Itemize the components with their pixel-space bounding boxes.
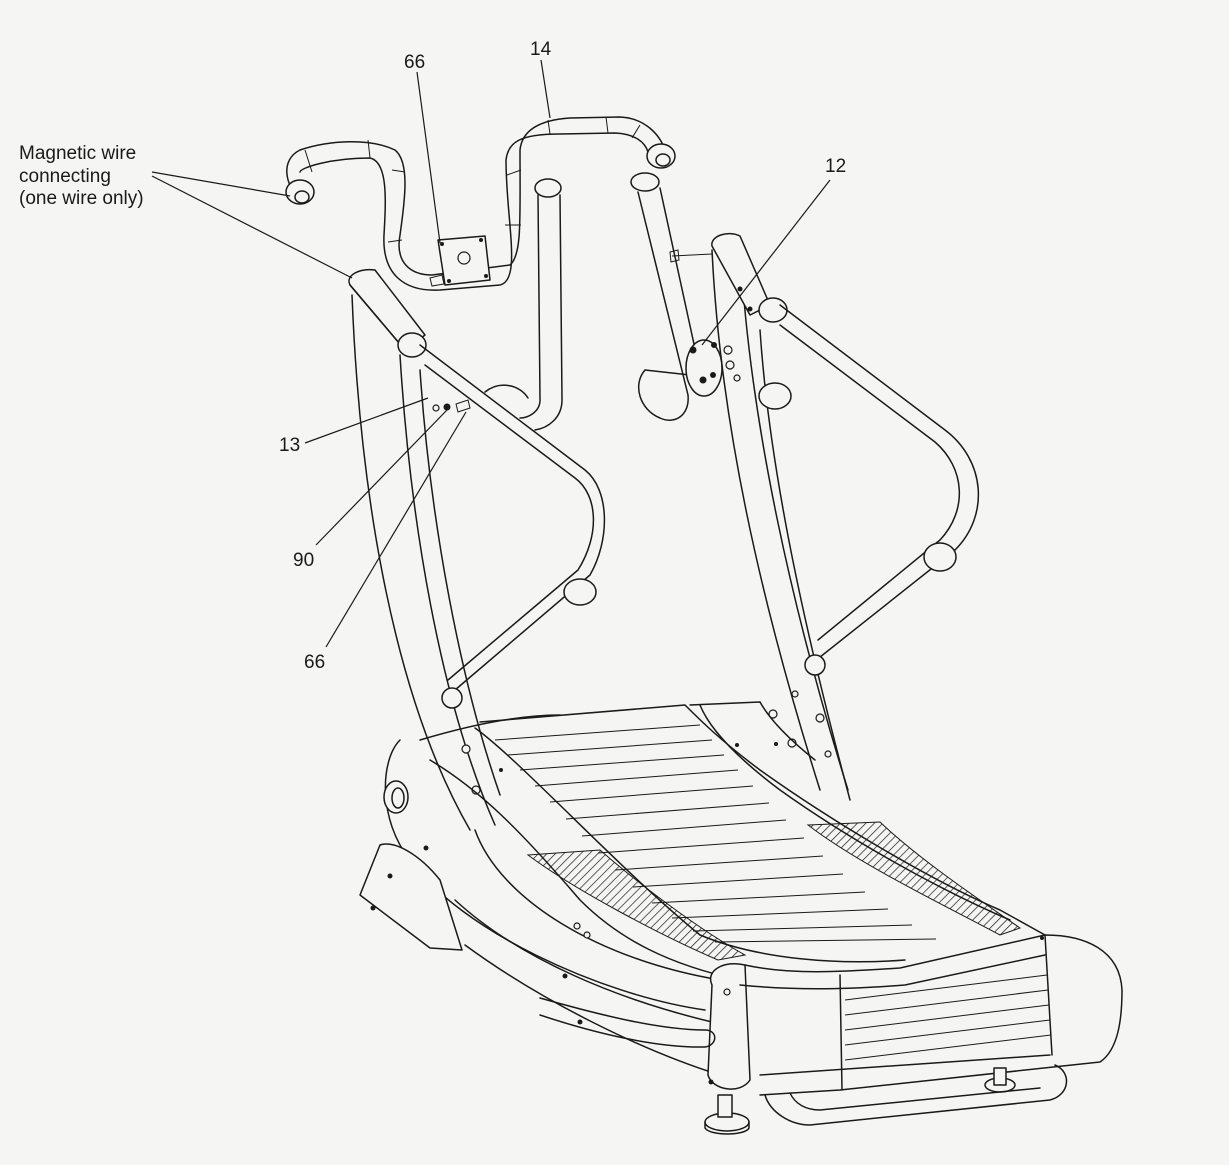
leader-magnetic-wire-upper xyxy=(151,171,291,197)
leader-66-bottom xyxy=(325,411,467,648)
upper-handlebar xyxy=(285,116,676,291)
label-part-14: 14 xyxy=(530,39,552,60)
label-part-90: 90 xyxy=(293,550,314,571)
leader-66-top xyxy=(416,71,441,244)
leader-lines xyxy=(151,59,831,648)
label-part-66-bottom: 66 xyxy=(304,652,325,673)
leader-90 xyxy=(315,409,448,546)
right-handrail xyxy=(779,304,980,676)
right-upright xyxy=(669,232,851,801)
label-part-13: 13 xyxy=(279,435,300,456)
label-magnetic-wire-line1: Magnetic wire xyxy=(19,143,136,164)
left-handrail xyxy=(419,344,606,709)
label-magnetic-wire-line2: connecting xyxy=(19,166,111,187)
treadmill-deck xyxy=(359,701,1123,1135)
label-part-12: 12 xyxy=(825,156,846,177)
left-upright xyxy=(348,268,501,831)
leader-12 xyxy=(701,179,831,346)
label-part-66-top: 66 xyxy=(404,52,425,73)
inner-support-bars xyxy=(519,172,723,431)
label-magnetic-wire-line3: (one wire only) xyxy=(19,188,144,209)
leader-magnetic-wire-lower xyxy=(151,175,353,279)
leader-13 xyxy=(304,397,429,444)
callout-labels: Magnetic wire connecting (one wire only)… xyxy=(19,39,846,673)
leader-14 xyxy=(540,59,551,119)
